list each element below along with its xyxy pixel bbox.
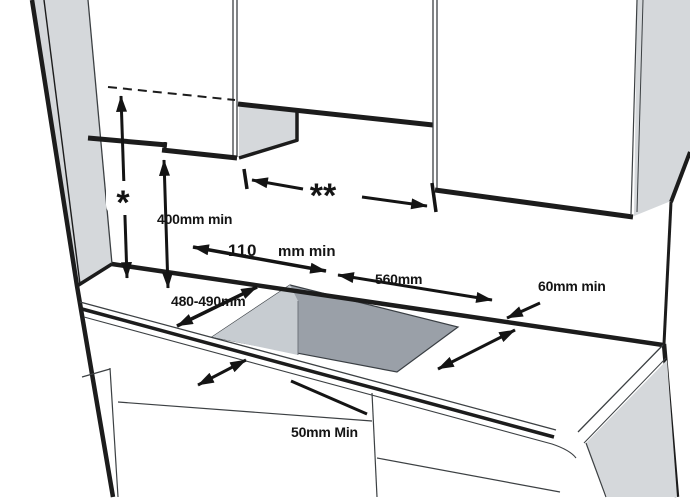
label-60mm: 60mm min (538, 278, 606, 294)
dimension-110mm: 110 mm min (192, 241, 336, 274)
dimension-hood-clearance: * (106, 95, 140, 279)
label-400mm: 400mm min (157, 211, 232, 227)
dimension-480-490mm: 480-490mm (171, 285, 258, 328)
dimension-hood-width: ** (242, 168, 438, 215)
label-110-unit: mm min (278, 243, 336, 260)
right-wall-cabinet (432, 0, 690, 220)
dashed-cabinet-bottom-line (107, 86, 236, 101)
label-110-value: 110 (228, 241, 257, 260)
dimension-50mm: 50mm Min (197, 358, 368, 440)
worktop-edges (79, 261, 667, 459)
base-cabinets (81, 360, 677, 498)
double-star-label: ** (310, 177, 337, 215)
star-label: * (116, 184, 130, 222)
middle-cabinet-above-hob (237, 101, 434, 160)
dimension-60mm: 60mm min (437, 278, 606, 371)
dimension-400mm: 400mm min (157, 159, 232, 289)
label-50mm: 50mm Min (291, 424, 358, 440)
dimension-560mm: 560mm (337, 271, 493, 303)
star-badge (106, 181, 140, 215)
left-wall-panel (29, 0, 116, 498)
label-480-490mm: 480-490mm (171, 293, 245, 309)
label-560mm: 560mm (375, 271, 422, 287)
